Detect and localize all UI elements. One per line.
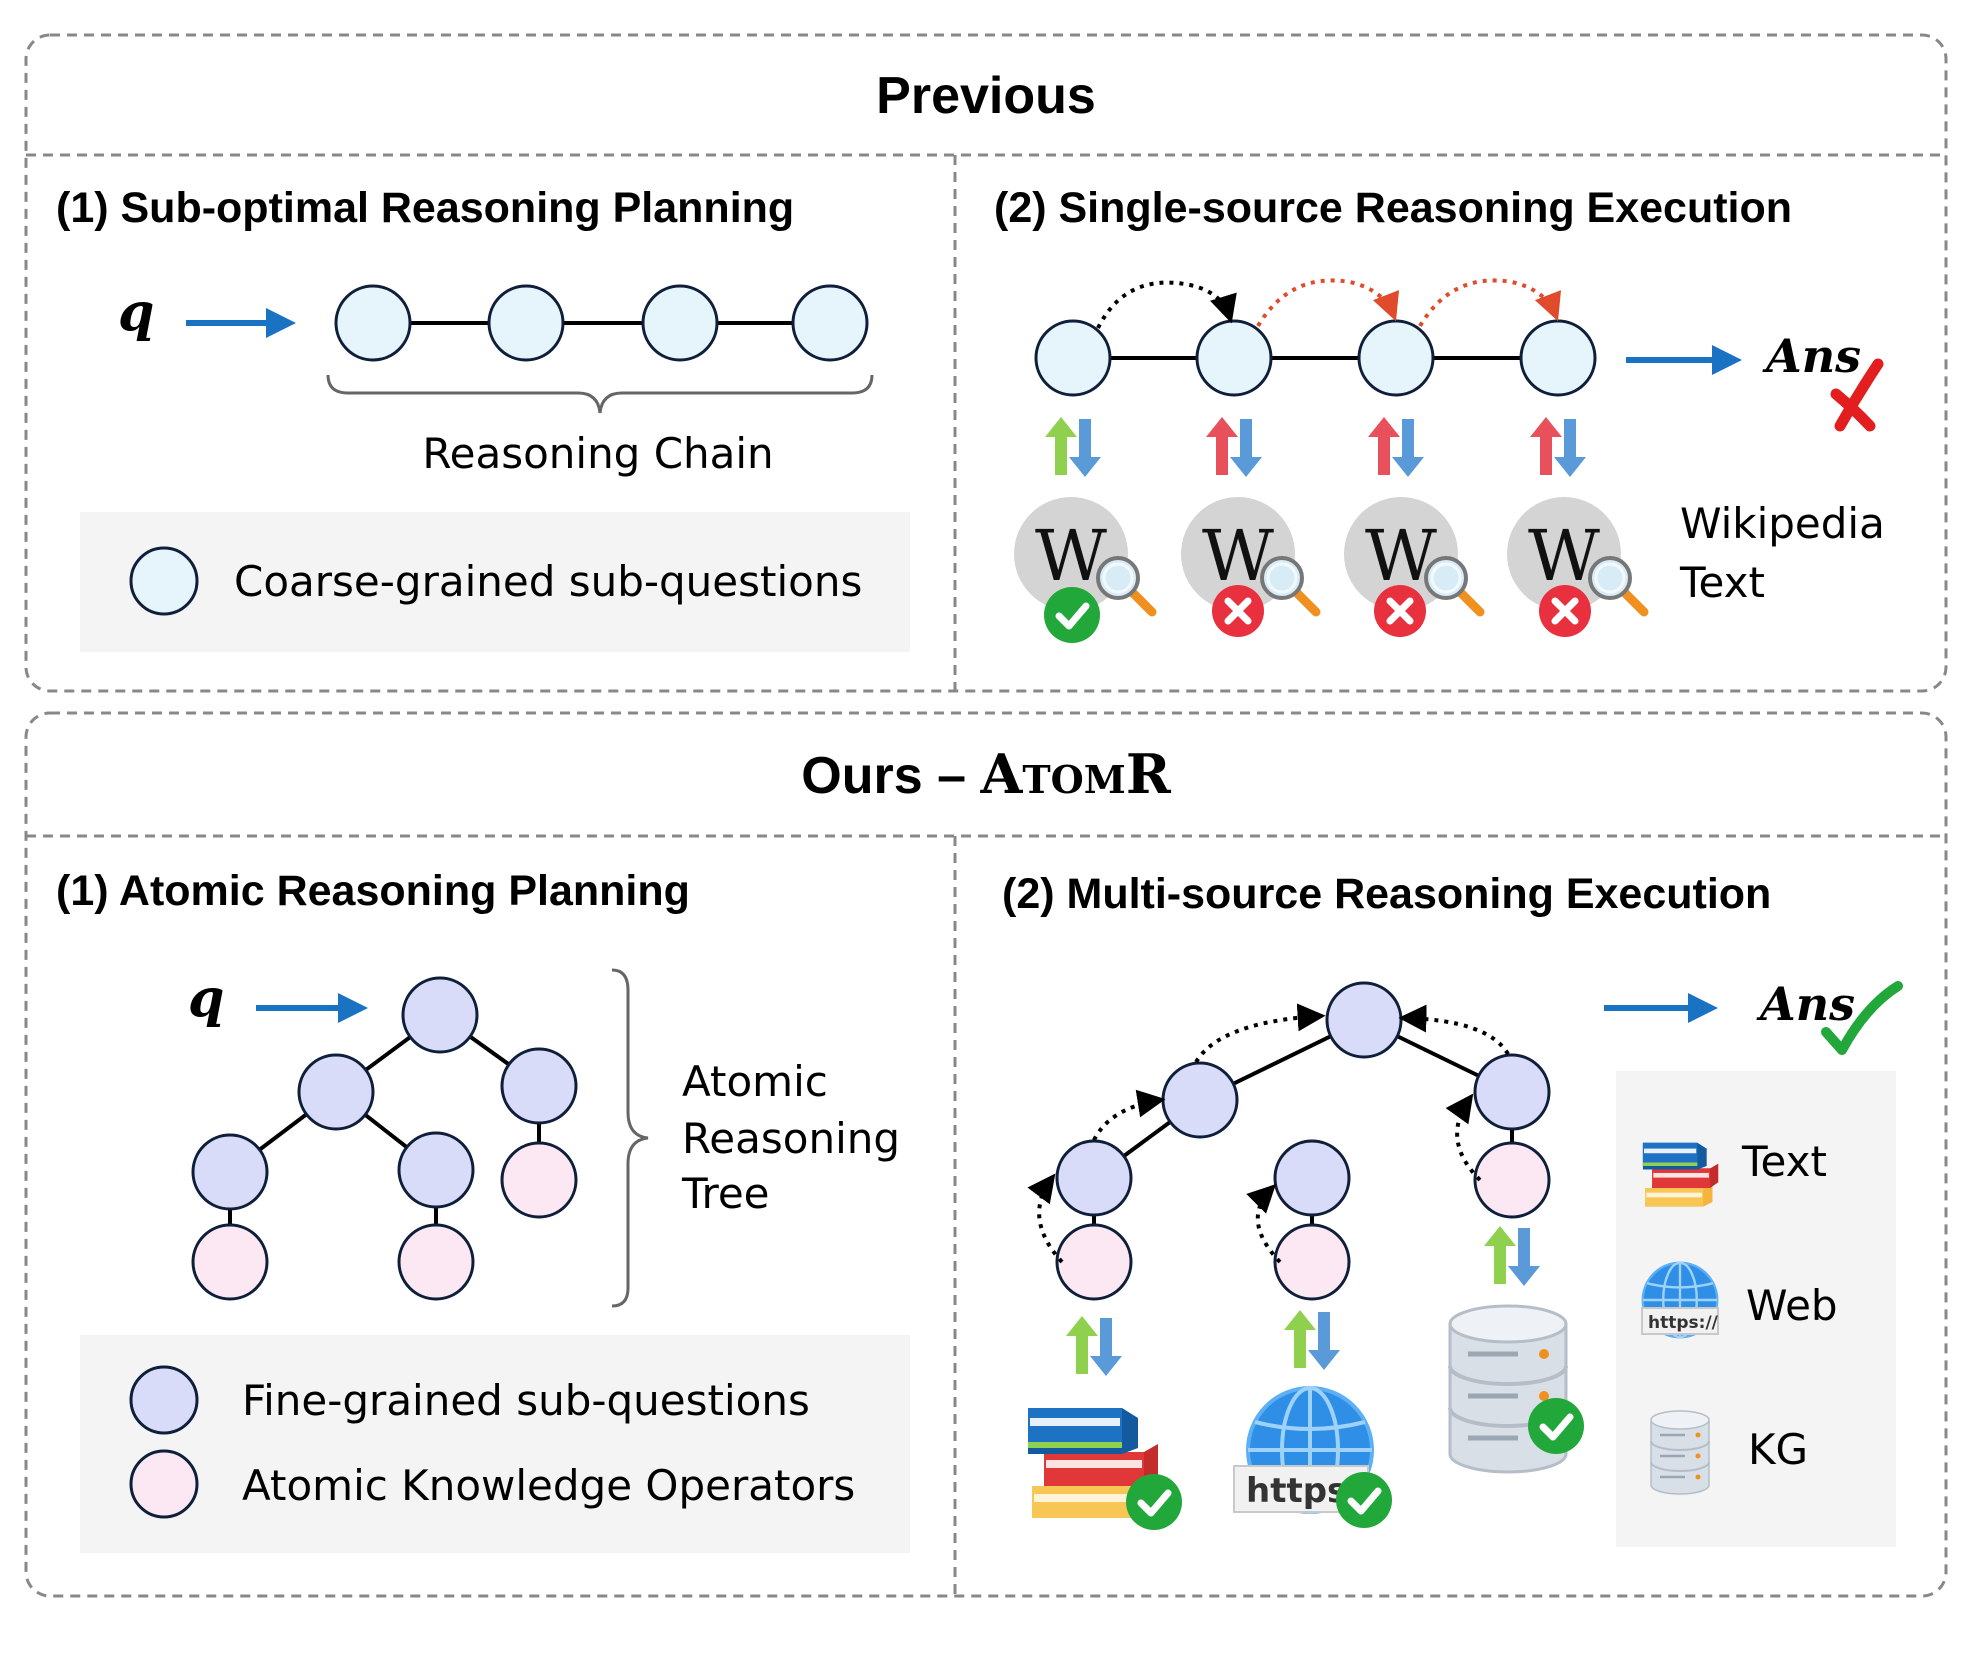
cross-badge-icon [1374,585,1426,637]
tree-node-subquestion [401,976,479,1054]
tree-legend-box [80,1335,910,1553]
wikipedia-source: W [1507,497,1644,637]
tree-node-operator [1473,1141,1551,1219]
multi-source-heading: (2) Multi-source Reasoning Execution [1002,870,1771,918]
answer-label: Ans [1756,977,1855,1031]
tree-node-subquestion [1273,1139,1351,1217]
chain-brace [326,374,874,414]
database-legend-icon [1649,1409,1711,1496]
suboptimal-planning-heading: (1) Sub-optimal Reasoning Planning [56,184,794,232]
cross-badge-icon [1212,585,1264,637]
chain-node [1195,319,1273,397]
single-source-heading: (2) Single-source Reasoning Execution [994,184,1792,232]
coarse-legend-node [129,546,199,616]
tree-label-line3: Tree [681,1169,770,1218]
wikipedia-source: W [1014,497,1152,643]
web-source: https: [1233,1386,1392,1528]
https-legend-label: https:// [1648,1313,1719,1333]
dotted-step-arrow [1027,1173,1064,1264]
tree-node-subquestion [1473,1053,1551,1131]
dotted-step-arrow [1445,1093,1482,1182]
coarse-legend-label: Coarse-grained sub-questions [234,557,862,606]
source-label-line2: Text [1679,558,1765,607]
wikipedia-w-glyph: W [1528,515,1600,597]
single-source-execution-panel: (2) Single-source Reasoning Execution An… [994,184,1885,643]
retrieval-arrows-icon [1368,417,1424,477]
atomic-planning-panel: (1) Atomic Reasoning Planning q Atomic R… [56,867,910,1553]
retrieval-arrows-icon [1284,1310,1340,1370]
tree-node-operator [500,1141,578,1219]
tree-node-operator [1273,1223,1351,1301]
chain-node [487,284,565,362]
tree-node-subquestion [1325,981,1403,1059]
atomic-legend-node [129,1449,199,1519]
chain-node [334,284,412,362]
fine-legend-node [129,1365,199,1435]
retrieval-arrows-icon [1206,417,1262,477]
question-symbol: q [118,282,154,343]
tree-label-line1: Atomic [682,1057,828,1106]
wikipedia-source: W [1181,497,1316,637]
wikipedia-source: W [1344,497,1480,637]
retrieval-arrows-icon [1045,417,1101,477]
multi-source-execution-panel: (2) Multi-source Reasoning Execution Ans [1002,870,1903,1547]
ours-title: Ours – ATOMR [801,742,1172,806]
magnifier-icon [1262,558,1316,612]
tree-node-subquestion [191,1133,269,1211]
answer-correct-icon [1821,981,1903,1055]
atomic-legend-label: Atomic Knowledge Operators [242,1461,855,1510]
reasoning-chain-label: Reasoning Chain [422,429,773,478]
tree-node-subquestion [397,1131,475,1209]
tree-node-subquestion [1055,1139,1133,1217]
answer-label: Ans [1762,329,1861,383]
text-source [1028,1408,1182,1530]
tree-brace [611,968,649,1308]
coarse-legend-box [80,512,910,652]
question-symbol: q [188,968,224,1029]
dotted-step-arrow [1092,1089,1166,1141]
chain-node [791,284,869,362]
tree-node-subquestion [297,1053,375,1131]
dotted-step-arrow-red [1256,278,1400,328]
suboptimal-planning-panel: (1) Sub-optimal Reasoning Planning q Rea… [56,184,910,652]
fine-legend-label: Fine-grained sub-questions [242,1376,810,1425]
chain-node [1034,319,1112,397]
previous-section: Previous [24,33,1948,693]
wikipedia-w-glyph: W [1035,515,1107,597]
kg-source [1450,1306,1584,1472]
chain-node [1357,319,1435,397]
check-badge-icon [1126,1474,1182,1530]
tree-node-subquestion [1161,1061,1239,1139]
check-badge-icon [1336,1472,1392,1528]
tree-node-operator [1055,1223,1133,1301]
magnifier-icon [1590,558,1644,612]
chain-node [641,284,719,362]
ours-section: Ours – ATOMR [24,711,1948,1598]
retrieval-arrows-icon [1066,1316,1122,1376]
retrieval-arrows-icon [1484,1226,1540,1286]
magnifier-icon [1426,558,1480,612]
chain-node [1519,319,1597,397]
source-legend-kg: KG [1748,1425,1808,1474]
source-legend-web: Web [1746,1281,1838,1330]
retrieval-arrows-icon [1530,417,1586,477]
dotted-step-arrow [1194,1003,1326,1064]
source-label-line1: Wikipedia [1680,499,1885,548]
tree-node-subquestion [500,1047,578,1125]
check-badge-icon [1528,1398,1584,1454]
previous-title: Previous [876,67,1096,125]
source-legend-text: Text [1741,1137,1827,1186]
dotted-step-arrow [1096,280,1237,329]
answer-wrong-icon [1830,358,1884,432]
atomic-planning-heading: (1) Atomic Reasoning Planning [56,867,690,915]
tree-node-operator [191,1223,269,1301]
cross-badge-icon [1539,585,1591,637]
magnifier-icon [1098,558,1152,612]
dotted-step-arrow-red [1418,278,1562,328]
tree-label-line2: Reasoning [682,1114,900,1163]
check-badge-icon [1044,587,1100,643]
tree-node-operator [397,1223,475,1301]
dotted-step-arrow [1246,1184,1282,1264]
